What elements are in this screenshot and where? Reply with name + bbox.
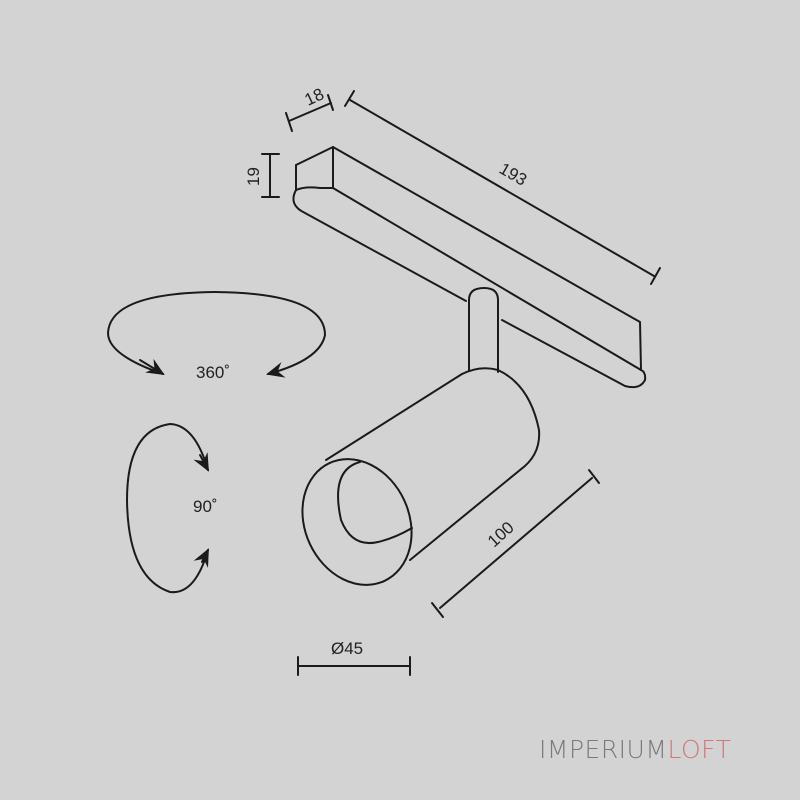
brand-logo: IMPERIUMLOFT (539, 735, 731, 764)
spot-body (301, 367, 541, 586)
rotation-360-arrow-icon (107, 291, 326, 378)
dim-19-label: 19 (244, 167, 263, 186)
rotation-90-arrow-icon (126, 423, 209, 594)
dim-100 (431, 469, 600, 618)
rotation-360-label: 360˚ (196, 363, 230, 382)
dim-45-label: Ø45 (331, 639, 363, 658)
dim-45 (297, 656, 411, 676)
dim-18 (285, 94, 334, 132)
dim-19 (261, 153, 280, 198)
track-adapter (292, 146, 647, 389)
stem (468, 287, 499, 373)
dim-193 (344, 90, 661, 285)
brand-logo-part1: IMPERIUM (539, 735, 668, 764)
brand-logo-part2: LOFT (667, 735, 732, 764)
dim-193-label: 193 (496, 159, 530, 190)
rotation-90-label: 90˚ (193, 497, 218, 516)
